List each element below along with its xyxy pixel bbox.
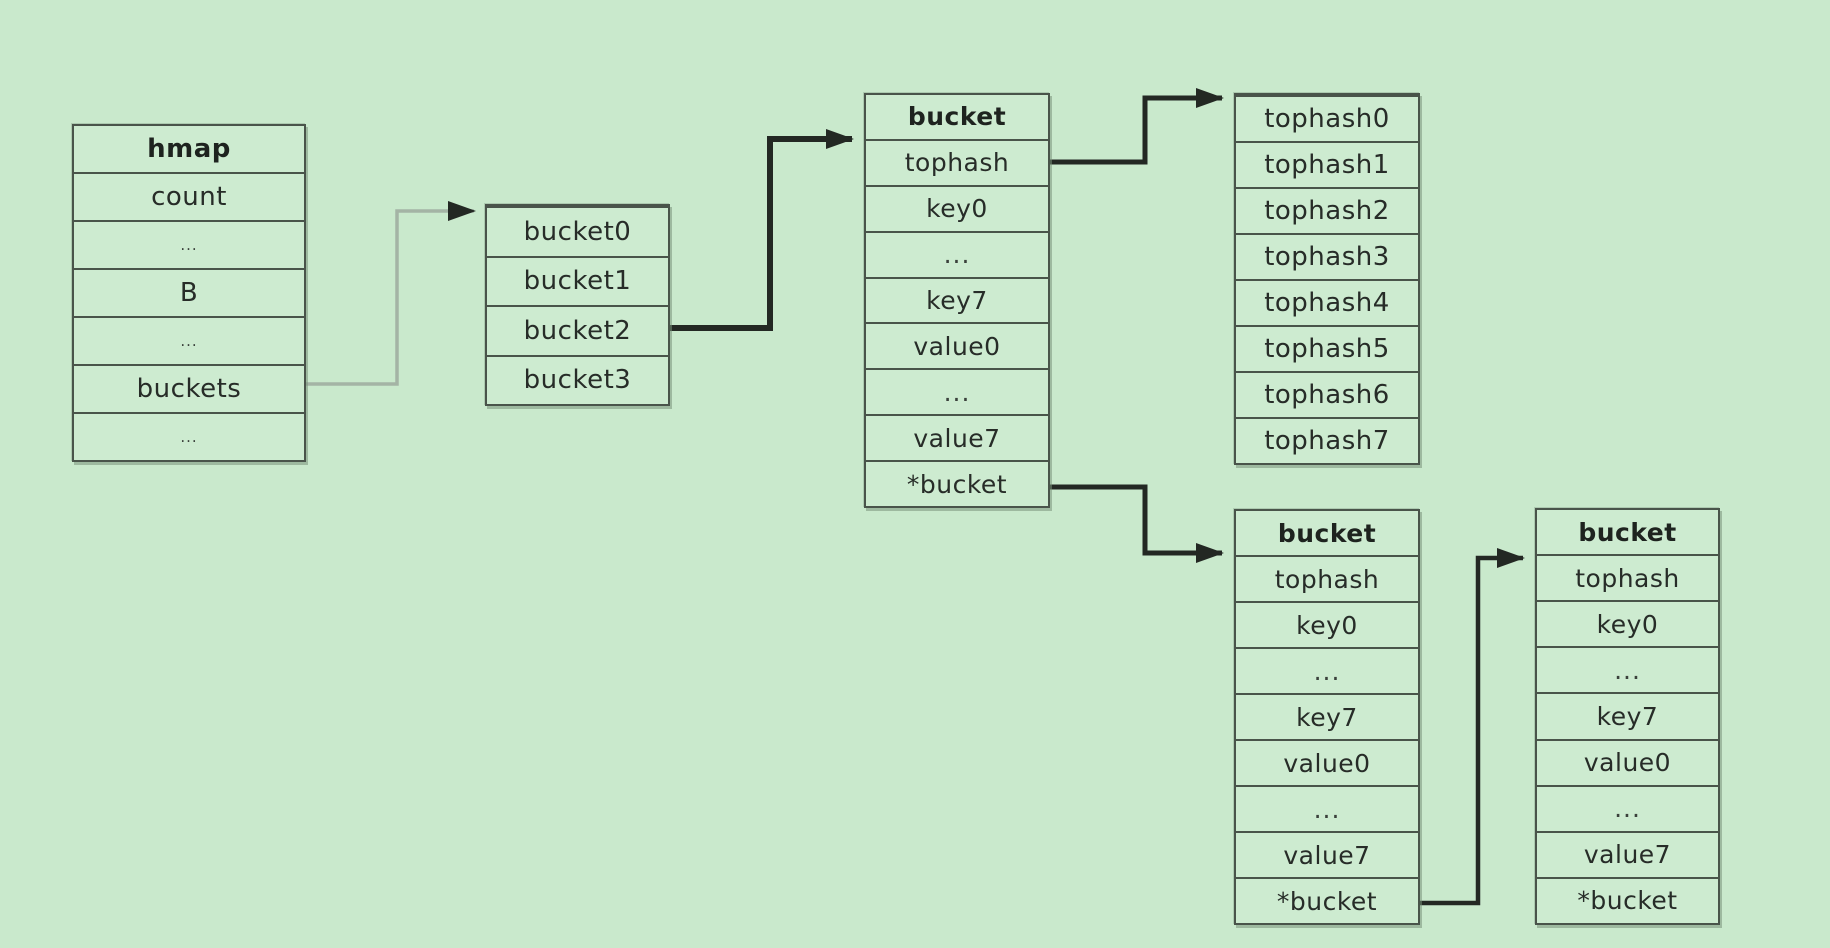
struct-field-tophash7: tophash7 xyxy=(1236,417,1418,463)
struct-field-ellipsis: ... xyxy=(1236,647,1418,693)
arrow-bucket2-to-bucket-struct xyxy=(670,129,854,331)
struct-field-buckets: buckets xyxy=(74,364,304,412)
struct-field-ellipsis: ... xyxy=(866,368,1048,414)
struct-field-bucket: *bucket xyxy=(1236,877,1418,923)
struct-field-tophash2: tophash2 xyxy=(1236,187,1418,233)
struct-field-value7: value7 xyxy=(1537,830,1718,877)
struct-field-ellipsis: ... xyxy=(74,412,304,460)
struct-field-bucket2: bucket2 xyxy=(487,305,668,355)
hmap-struct: hmap count...B...buckets... xyxy=(72,124,306,462)
struct-field-key0: key0 xyxy=(866,184,1048,231)
struct-field-bucket0: bucket0 xyxy=(487,206,668,256)
struct-field-tophash0: tophash0 xyxy=(1236,95,1418,141)
struct-field-ellipsis: ... xyxy=(1236,785,1418,831)
struct-field-ellipsis: ... xyxy=(74,316,304,364)
struct-field-value7: value7 xyxy=(1236,831,1418,877)
arrow-tophash-to-tophash-array xyxy=(1050,88,1224,165)
struct-field-ellipsis: ... xyxy=(1537,646,1718,692)
struct-field-key0: key0 xyxy=(1537,600,1718,646)
struct-field-tophash5: tophash5 xyxy=(1236,325,1418,371)
struct-field-bucket: *bucket xyxy=(1537,876,1718,923)
arrow-overflow1-to-overflow2 xyxy=(1420,548,1525,906)
struct-field-tophash3: tophash3 xyxy=(1236,233,1418,279)
struct-field-key0: key0 xyxy=(1236,601,1418,647)
struct-field-key7: key7 xyxy=(866,276,1048,323)
struct-field-value0: value0 xyxy=(1236,739,1418,785)
struct-field-tophash1: tophash1 xyxy=(1236,141,1418,187)
struct-field-ellipsis: ... xyxy=(866,230,1048,277)
struct-field-tophash6: tophash6 xyxy=(1236,371,1418,417)
struct-field-key7: key7 xyxy=(1236,693,1418,739)
struct-field-bucket: *bucket xyxy=(866,460,1048,506)
struct-field-ellipsis: ... xyxy=(1537,784,1718,831)
struct-field-value0: value0 xyxy=(1537,738,1718,785)
struct-field-ellipsis: ... xyxy=(74,220,304,268)
struct-field-B: B xyxy=(74,268,304,316)
struct-field-value0: value0 xyxy=(866,322,1048,368)
struct-field-tophash: tophash xyxy=(866,138,1048,185)
arrow-starbucket-to-overflow1 xyxy=(1050,484,1224,563)
struct-field-value7: value7 xyxy=(866,414,1048,460)
struct-field-tophash: tophash xyxy=(1236,555,1418,601)
overflow-bucket-2-title: bucket xyxy=(1578,517,1677,547)
hmap-struct-title: hmap xyxy=(147,134,231,164)
arrow-buckets-to-bucket-array xyxy=(306,201,476,386)
struct-field-tophash: tophash xyxy=(1537,554,1718,600)
bucket-struct-main-title: bucket xyxy=(907,102,1007,132)
struct-field-count: count xyxy=(74,172,304,220)
struct-field-key7: key7 xyxy=(1537,692,1718,738)
overflow-bucket-1-title: bucket xyxy=(1277,518,1377,548)
struct-field-bucket3: bucket3 xyxy=(487,354,668,405)
struct-field-tophash4: tophash4 xyxy=(1236,279,1418,325)
struct-field-bucket1: bucket1 xyxy=(487,255,668,306)
